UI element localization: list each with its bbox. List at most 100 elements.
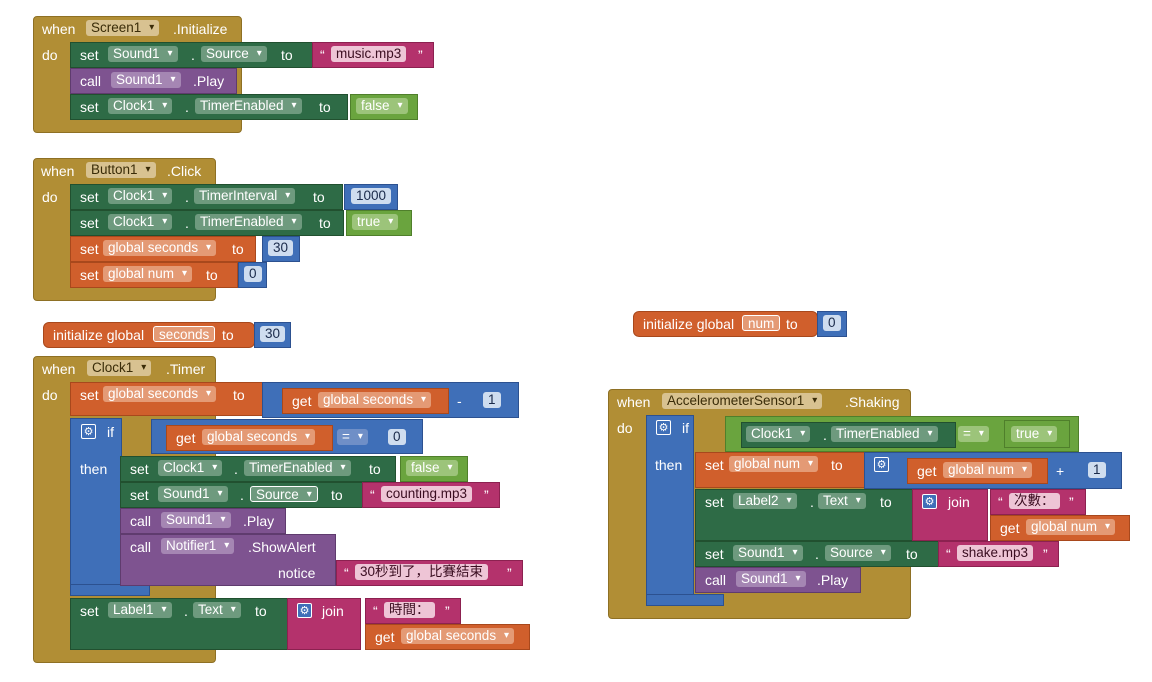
global-seconds-dropdown[interactable]: global seconds: [318, 392, 432, 408]
text-field[interactable]: counting.mp3: [381, 486, 473, 502]
clock1-dropdown[interactable]: Clock1: [158, 460, 223, 476]
clock1-dropdown[interactable]: Clock1: [108, 214, 173, 230]
text-field[interactable]: music.mp3: [331, 46, 407, 62]
kw-do: do: [42, 47, 58, 63]
timerenabled-dropdown[interactable]: TimerEnabled: [244, 460, 351, 476]
text-property-dropdown[interactable]: Text: [193, 602, 241, 618]
kw-when: when: [617, 394, 651, 410]
number-field[interactable]: 30: [260, 326, 286, 342]
sound1-dropdown[interactable]: Sound1: [158, 486, 228, 502]
sound1-dropdown[interactable]: Sound1: [108, 46, 178, 62]
button1-component-dropdown[interactable]: Button1: [86, 162, 156, 178]
false-dropdown[interactable]: false: [356, 98, 408, 114]
timerenabled-dropdown[interactable]: TimerEnabled: [831, 426, 938, 442]
sound1-dropdown[interactable]: Sound1: [733, 545, 803, 561]
true-dropdown[interactable]: true: [352, 214, 399, 230]
kw-call: call: [80, 73, 102, 89]
source-property-dropdown[interactable]: Source: [201, 46, 267, 62]
accelerometersensor1-component-dropdown[interactable]: AccelerometerSensor1: [662, 393, 823, 409]
quote-close: ”: [445, 603, 450, 619]
sound1-dropdown[interactable]: Sound1: [161, 512, 231, 528]
number-field[interactable]: 1000: [351, 188, 392, 204]
global-seconds-dropdown[interactable]: global seconds: [202, 429, 316, 445]
sound1-dropdown[interactable]: Sound1: [111, 72, 181, 88]
text-field[interactable]: 次數：: [1009, 493, 1060, 509]
gear-icon[interactable]: ⚙: [81, 424, 96, 439]
join-block[interactable]: [912, 489, 988, 541]
global-num-dropdown[interactable]: global num: [103, 266, 193, 282]
false-dropdown[interactable]: false: [406, 460, 458, 476]
gear-icon[interactable]: ⚙: [874, 457, 889, 472]
text-field[interactable]: 時間：: [384, 602, 435, 618]
initialize-global-num-block[interactable]: [633, 311, 818, 337]
equals-operator-dropdown[interactable]: =: [958, 426, 989, 442]
clock1-dropdown[interactable]: Clock1: [108, 188, 173, 204]
kw-set: set: [80, 387, 99, 403]
global-seconds-dropdown[interactable]: global seconds: [401, 628, 515, 644]
text-field[interactable]: shake.mp3: [957, 545, 1034, 561]
label1-dropdown[interactable]: Label1: [108, 602, 172, 618]
kw-get: get: [292, 393, 312, 409]
global-seconds-dropdown[interactable]: global seconds: [103, 386, 217, 402]
dot: .: [815, 546, 819, 562]
number-field[interactable]: 0: [388, 429, 406, 445]
number-field[interactable]: 0: [244, 266, 262, 282]
source-property-dropdown[interactable]: Source: [825, 545, 891, 561]
kw-set: set: [130, 461, 149, 477]
number-field[interactable]: 30: [268, 240, 294, 256]
sound1-dropdown[interactable]: Sound1: [736, 571, 806, 587]
kw-when: when: [41, 163, 75, 179]
event-name: .Shaking: [845, 394, 900, 410]
method-name: .Play: [243, 513, 275, 529]
screen1-component-dropdown[interactable]: Screen1: [86, 20, 160, 36]
notifier1-dropdown[interactable]: Notifier1: [161, 538, 235, 554]
dot: .: [810, 494, 814, 510]
global-num-dropdown[interactable]: global num: [943, 462, 1033, 478]
text-property-dropdown[interactable]: Text: [818, 493, 866, 509]
quote-open: “: [370, 487, 375, 503]
method-name: .ShowAlert: [248, 539, 316, 555]
variable-name-field[interactable]: num: [742, 315, 781, 331]
kw-call: call: [130, 539, 152, 555]
quote-open: “: [320, 47, 325, 63]
equals-operator-dropdown[interactable]: =: [337, 429, 368, 445]
number-field[interactable]: 1: [483, 392, 501, 408]
kw-to: to: [233, 387, 245, 403]
clock1-component-dropdown[interactable]: Clock1: [87, 360, 152, 376]
global-seconds-dropdown[interactable]: global seconds: [103, 240, 217, 256]
timerinterval-dropdown[interactable]: TimerInterval: [194, 188, 296, 204]
true-dropdown[interactable]: true: [1011, 426, 1058, 442]
timerenabled-dropdown[interactable]: TimerEnabled: [195, 98, 302, 114]
number-field[interactable]: 1: [1088, 462, 1106, 478]
if-block[interactable]: [646, 415, 694, 606]
clock1-dropdown[interactable]: Clock1: [108, 98, 173, 114]
kw-to: to: [281, 47, 293, 63]
source-property-dropdown[interactable]: Source: [250, 486, 318, 503]
dot: .: [185, 215, 189, 231]
gear-icon[interactable]: ⚙: [656, 420, 671, 435]
kw-set: set: [80, 189, 99, 205]
set-label-text-block[interactable]: [70, 598, 288, 650]
timerenabled-dropdown[interactable]: TimerEnabled: [195, 214, 302, 230]
set-label-text-block[interactable]: [695, 489, 913, 541]
gear-icon[interactable]: ⚙: [922, 494, 937, 509]
kw-set: set: [705, 494, 724, 510]
kw-join: join: [948, 494, 970, 510]
clock1-dropdown[interactable]: Clock1: [746, 426, 811, 442]
variable-name-field[interactable]: seconds: [153, 326, 216, 342]
label2-dropdown[interactable]: Label2: [733, 493, 797, 509]
kw-to: to: [313, 189, 325, 205]
dot: .: [240, 487, 244, 503]
gear-icon[interactable]: ⚙: [297, 603, 312, 618]
quote-close: ”: [418, 47, 423, 63]
kw-do: do: [42, 189, 58, 205]
kw-to: to: [255, 603, 267, 619]
if-block[interactable]: [70, 418, 122, 596]
initialize-global-seconds-block[interactable]: [43, 322, 255, 348]
kw-to: to: [319, 99, 331, 115]
quote-close: ”: [507, 565, 512, 581]
global-num-dropdown[interactable]: global num: [1026, 519, 1116, 535]
text-field[interactable]: 30秒到了，比賽結束: [355, 564, 489, 580]
number-field[interactable]: 0: [823, 315, 841, 331]
global-num-dropdown[interactable]: global num: [729, 456, 819, 472]
